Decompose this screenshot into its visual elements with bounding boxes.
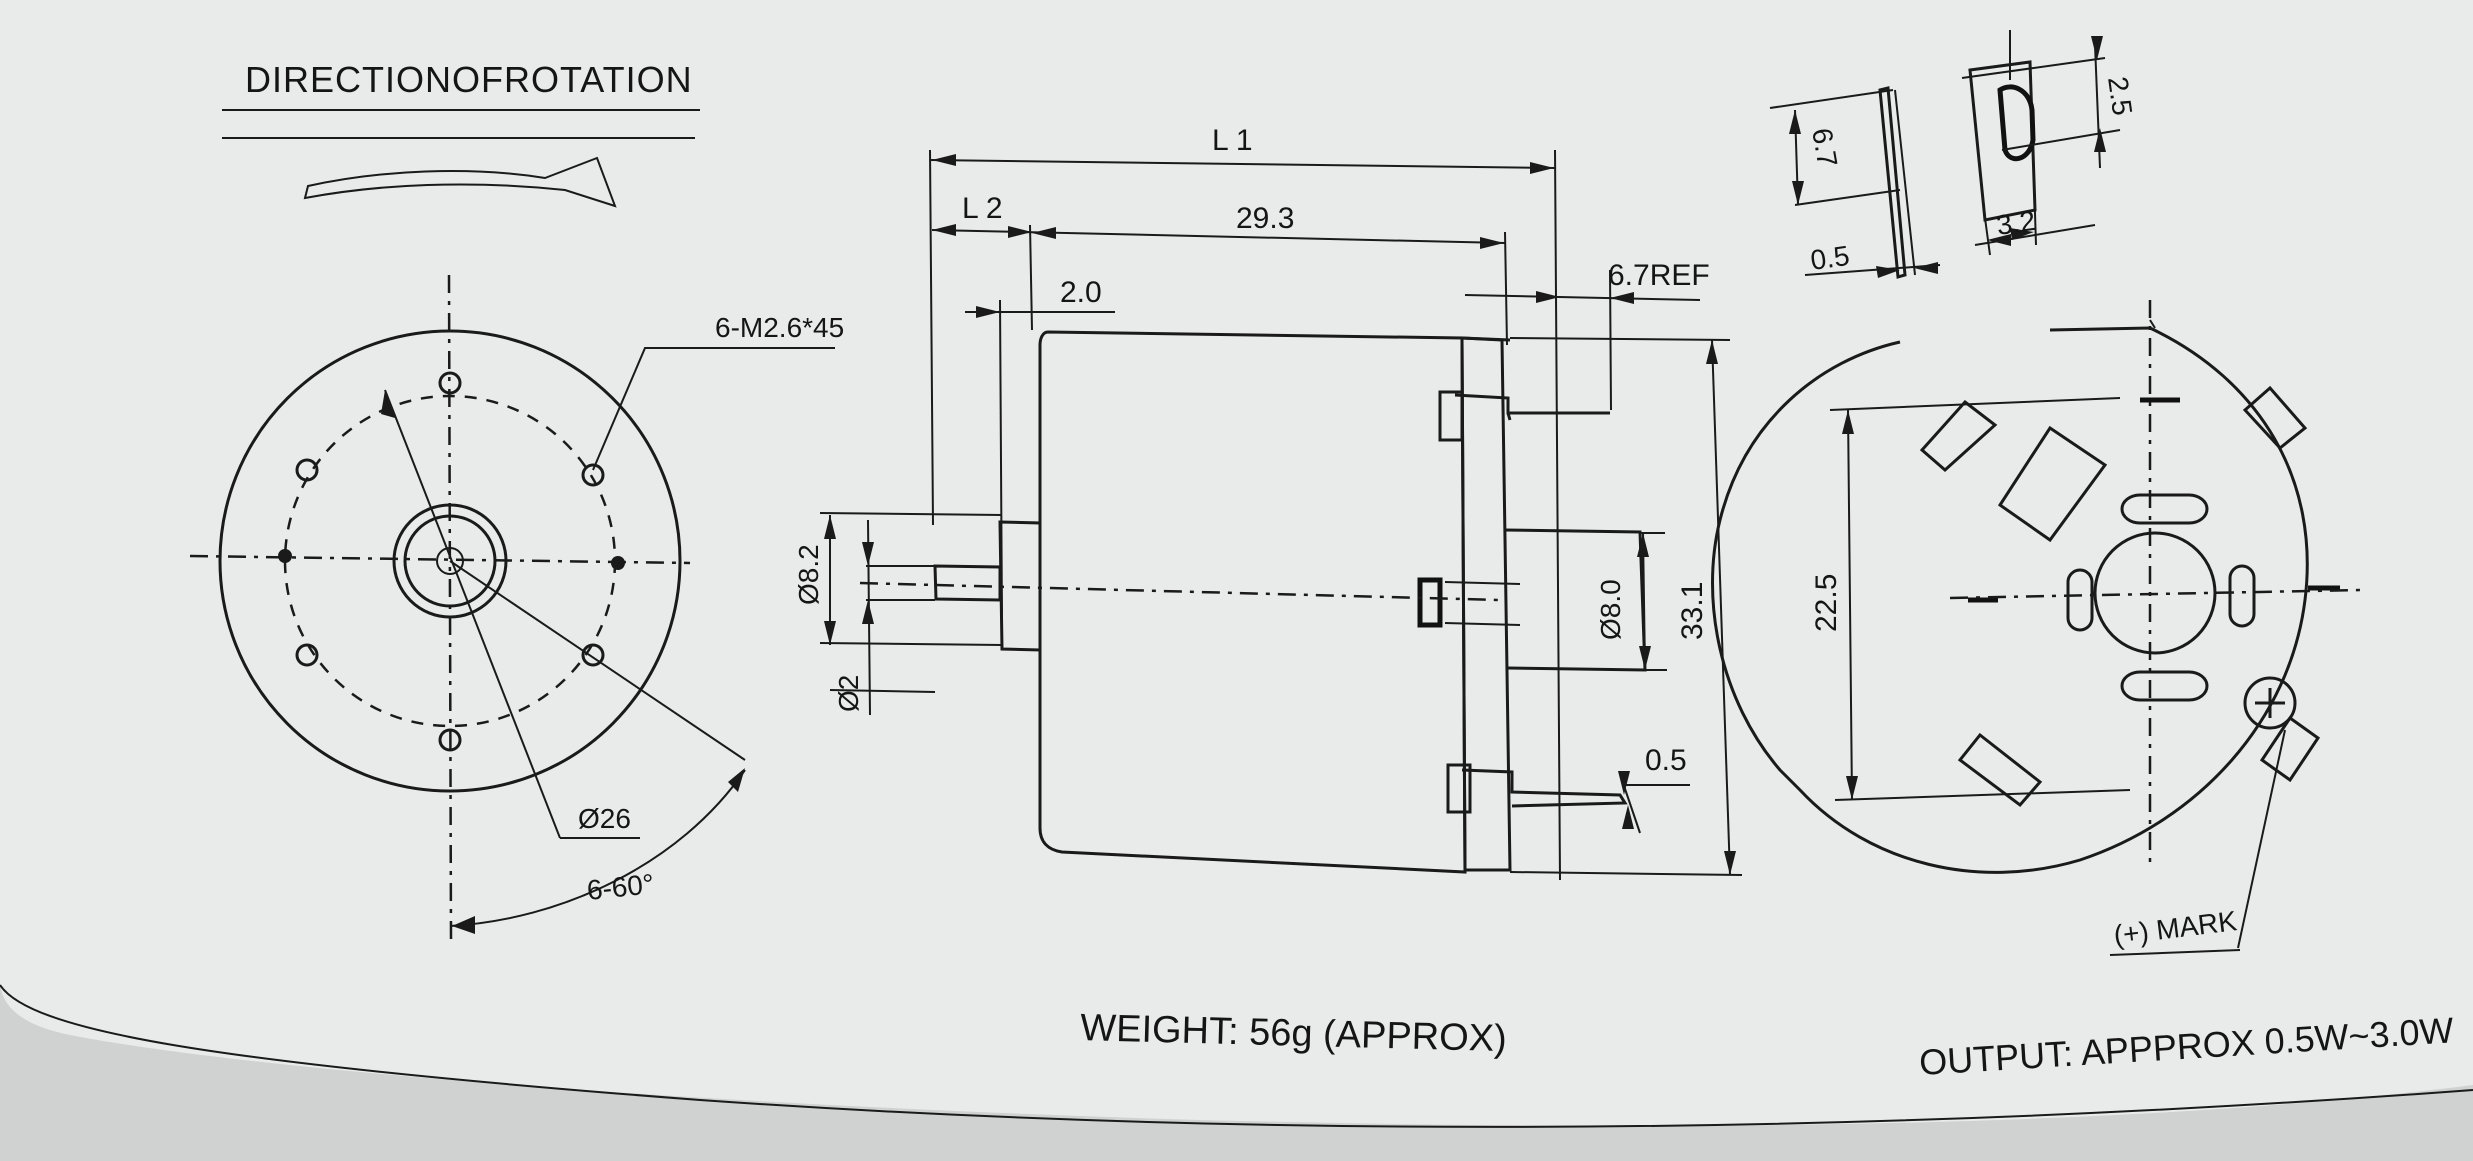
terminal-width-3-2-label: 3.2 xyxy=(1995,205,2038,241)
mounting-hole xyxy=(438,728,462,752)
terminal-detail: 6.7 0.5 2.5 3.2 xyxy=(1769,30,2138,279)
width-22-5-label: 22.5 xyxy=(1810,574,1843,632)
angle-label: 6-60° xyxy=(585,868,655,906)
mounting-hole xyxy=(295,643,319,667)
height-33-1-label: 33.1 xyxy=(1676,582,1709,640)
l1-label: L 1 xyxy=(1212,124,1253,157)
paper-sheet xyxy=(0,0,2473,1126)
mounting-hole xyxy=(438,371,462,395)
screw-holes-label: 6-M2.6*45 xyxy=(715,312,844,343)
diameter-2-label: Ø2 xyxy=(833,675,864,712)
direction-of-rotation-label: DIRECTIONOFROTATION xyxy=(245,59,693,100)
paper-edge xyxy=(0,984,2473,1128)
direction-of-rotation: DIRECTIONOFROTATION xyxy=(222,59,700,208)
terminal-0-5-label: 0.5 xyxy=(1645,744,1687,777)
diameter-8-2-label: Ø8.2 xyxy=(793,544,824,605)
motor-can xyxy=(1038,330,1467,874)
terminal-height-2-5-label: 2.5 xyxy=(2102,75,2138,118)
rotation-arrow-icon xyxy=(303,156,617,208)
length-29-3-label: 29.3 xyxy=(1236,202,1294,235)
side-view: L 1 L 2 29.3 2.0 6.7REF xyxy=(793,124,1743,881)
rear-cap-outline xyxy=(1711,326,2309,874)
mounting-hole xyxy=(581,463,605,487)
plus-mark-icon xyxy=(2243,676,2297,730)
length-2-0-label: 2.0 xyxy=(1060,276,1102,309)
l2-label: L 2 xyxy=(962,192,1003,225)
mounting-hole xyxy=(581,643,605,667)
diameter-label: Ø26 xyxy=(578,803,631,834)
ref-6-7-label: 6.7REF xyxy=(1608,259,1710,292)
front-view: 6-M2.6*45 Ø26 6-60° xyxy=(189,274,844,941)
diameter-8-0-label: Ø8.0 xyxy=(1595,579,1626,640)
terminal-thickness-0-5-label: 0.5 xyxy=(1809,240,1852,276)
terminal-height-6-7-label: 6.7 xyxy=(1806,126,1843,170)
mounting-hole xyxy=(295,458,319,482)
